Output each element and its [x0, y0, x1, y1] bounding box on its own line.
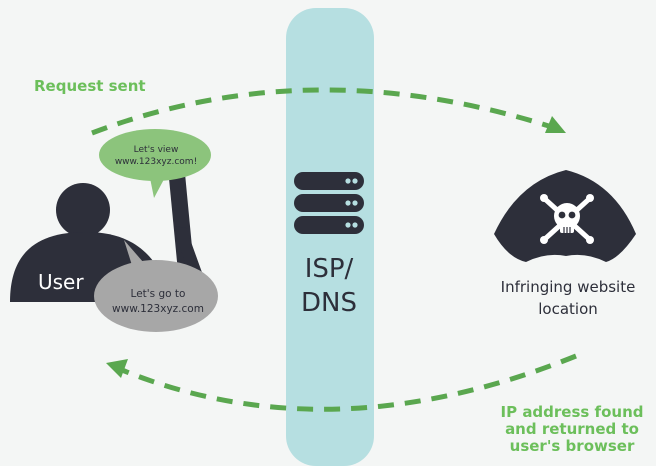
speech-bubble-green [99, 129, 211, 198]
return-arrowhead [106, 359, 128, 378]
computer-monitor-icon [168, 163, 204, 280]
request-sent-label: Request sent [34, 77, 146, 95]
ip-returned-label: IP address found and returned to user's … [500, 403, 644, 455]
request-arrow [91, 87, 553, 136]
return-arrow [121, 353, 577, 412]
isp-dns-label: ISP/ DNS [301, 254, 357, 318]
infringing-site-label: Infringing website location [500, 278, 636, 318]
speech-bubble-green-text: Let's view www.123xyz.com! [114, 145, 198, 167]
pirate-hat-skull-icon [494, 170, 636, 262]
user-label: User [38, 270, 84, 294]
speech-bubble-grey-text: Let's go to www.123xyz.com [112, 288, 204, 315]
isp-pillar [286, 8, 374, 466]
server-stack-icon [294, 172, 364, 234]
speech-bubble-grey [94, 240, 218, 332]
request-arrowhead [545, 116, 566, 133]
